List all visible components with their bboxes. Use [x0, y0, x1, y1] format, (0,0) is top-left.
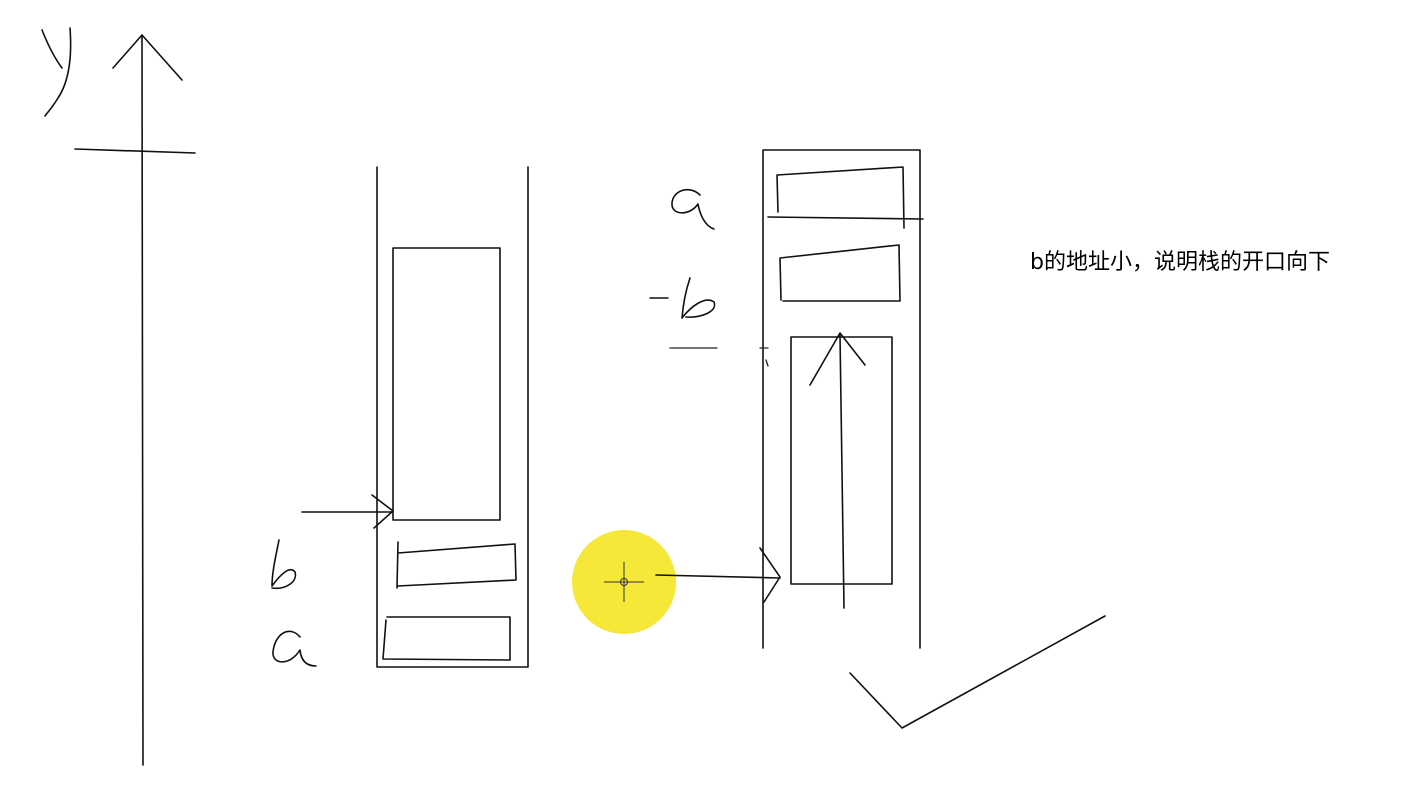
- cursor-highlight: [572, 530, 676, 634]
- right-stack: [762, 149, 924, 649]
- left-pointer-arrow: [301, 494, 394, 529]
- annotation-text: b的地址小，说明栈的开口向下: [1030, 250, 1330, 275]
- right-label-b: [649, 277, 769, 367]
- y-axis: [74, 34, 196, 766]
- y-axis-letter: [41, 27, 72, 117]
- left-label-a: [272, 630, 317, 667]
- right-label-a: [671, 188, 715, 230]
- check-mark-icon: [849, 615, 1106, 729]
- right-pointer-arrow: [655, 547, 781, 603]
- left-stack: [376, 166, 529, 668]
- left-label-b: [271, 539, 297, 590]
